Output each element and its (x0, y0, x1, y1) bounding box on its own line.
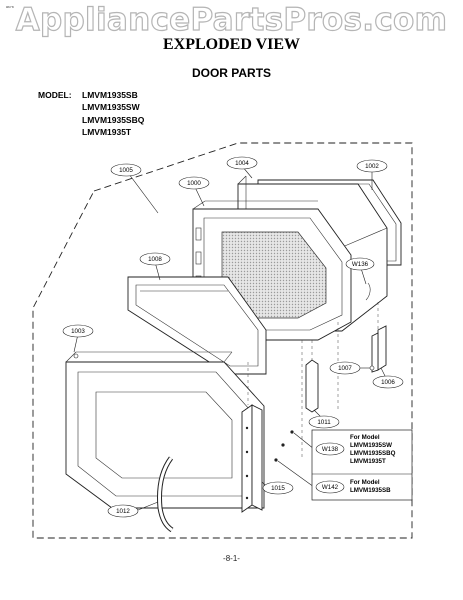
callout-label: 1008 (148, 256, 162, 263)
page-number: -8-1- (223, 554, 240, 563)
legend-text: LMVM1935SBQ (350, 450, 396, 457)
callout-1003: 1003 (62, 324, 94, 338)
latch-bar-part (241, 404, 263, 513)
callout-1011: 1011 (308, 415, 340, 429)
wire-part (365, 282, 371, 301)
callout-label: 1007 (338, 365, 352, 372)
page-title: EXPLODED VIEW (162, 36, 301, 53)
model-list: MODEL:LMVM1935SB LMVM1935SW LMVM1935SBQ … (38, 89, 144, 138)
callout-label: 1012 (116, 508, 130, 515)
callout-1008: 1008 (139, 252, 171, 266)
callout-1004: 1004 (226, 156, 258, 170)
section-subtitle: DOOR PARTS (191, 66, 272, 80)
callout-label: 1015 (271, 485, 285, 492)
callout-label: 1006 (381, 379, 395, 386)
watermark: AppliancePartsPros.com (15, 1, 448, 38)
page-corner-mark: ᵃ⁶⁷⁸ (6, 5, 14, 11)
callout-leaders (73, 165, 387, 511)
model-item: LMVM1935T (82, 126, 132, 137)
door-glass-part (127, 276, 267, 375)
legend-text: LMVM1935SB (350, 487, 391, 494)
callout-label: W138 (322, 446, 339, 453)
callout-label: 1011 (317, 419, 331, 426)
assembly-boundary (32, 142, 413, 539)
legend-text: For Model (350, 479, 380, 486)
callout-label: 1003 (71, 328, 85, 335)
callout-label: 1000 (187, 180, 201, 187)
callout-1000: 1000 (178, 176, 210, 190)
latch-screws (274, 430, 294, 462)
callout-1007: 1007 (329, 361, 361, 375)
model-item: LMVM1935SBQ (82, 114, 145, 125)
legend-text: LMVM1935SW (350, 442, 392, 449)
model-item: LMVM1935SB (82, 90, 138, 100)
screw-legend: W138 For Model LMVM1935SW LMVM1935SBQ LM… (311, 429, 413, 501)
model-item: LMVM1935SW (82, 102, 140, 113)
callout-1005: 1005 (110, 163, 142, 177)
callout-label: W136 (352, 261, 369, 268)
callout-1002: 1002 (356, 159, 388, 173)
hinge-part (371, 325, 387, 373)
legend-text: For Model (350, 434, 380, 441)
callout-label: 1002 (365, 163, 379, 170)
screw-part (369, 365, 375, 371)
callout-label: 1004 (235, 160, 249, 167)
latch-hook-part (305, 359, 319, 413)
model-label: MODEL: (38, 90, 72, 100)
callout-label: W142 (322, 484, 339, 491)
callout-1012: 1012 (107, 504, 139, 518)
door-front-part (65, 351, 265, 509)
callout-W138: W138 (315, 442, 345, 456)
callout-1015: 1015 (262, 481, 294, 495)
door-handle-part (157, 456, 174, 533)
callout-W136: W136 (345, 257, 375, 271)
legend-text: LMVM1935T (350, 458, 386, 465)
callout-1006: 1006 (372, 375, 404, 389)
callout-W142: W142 (315, 480, 345, 494)
callout-label: 1005 (119, 167, 133, 174)
